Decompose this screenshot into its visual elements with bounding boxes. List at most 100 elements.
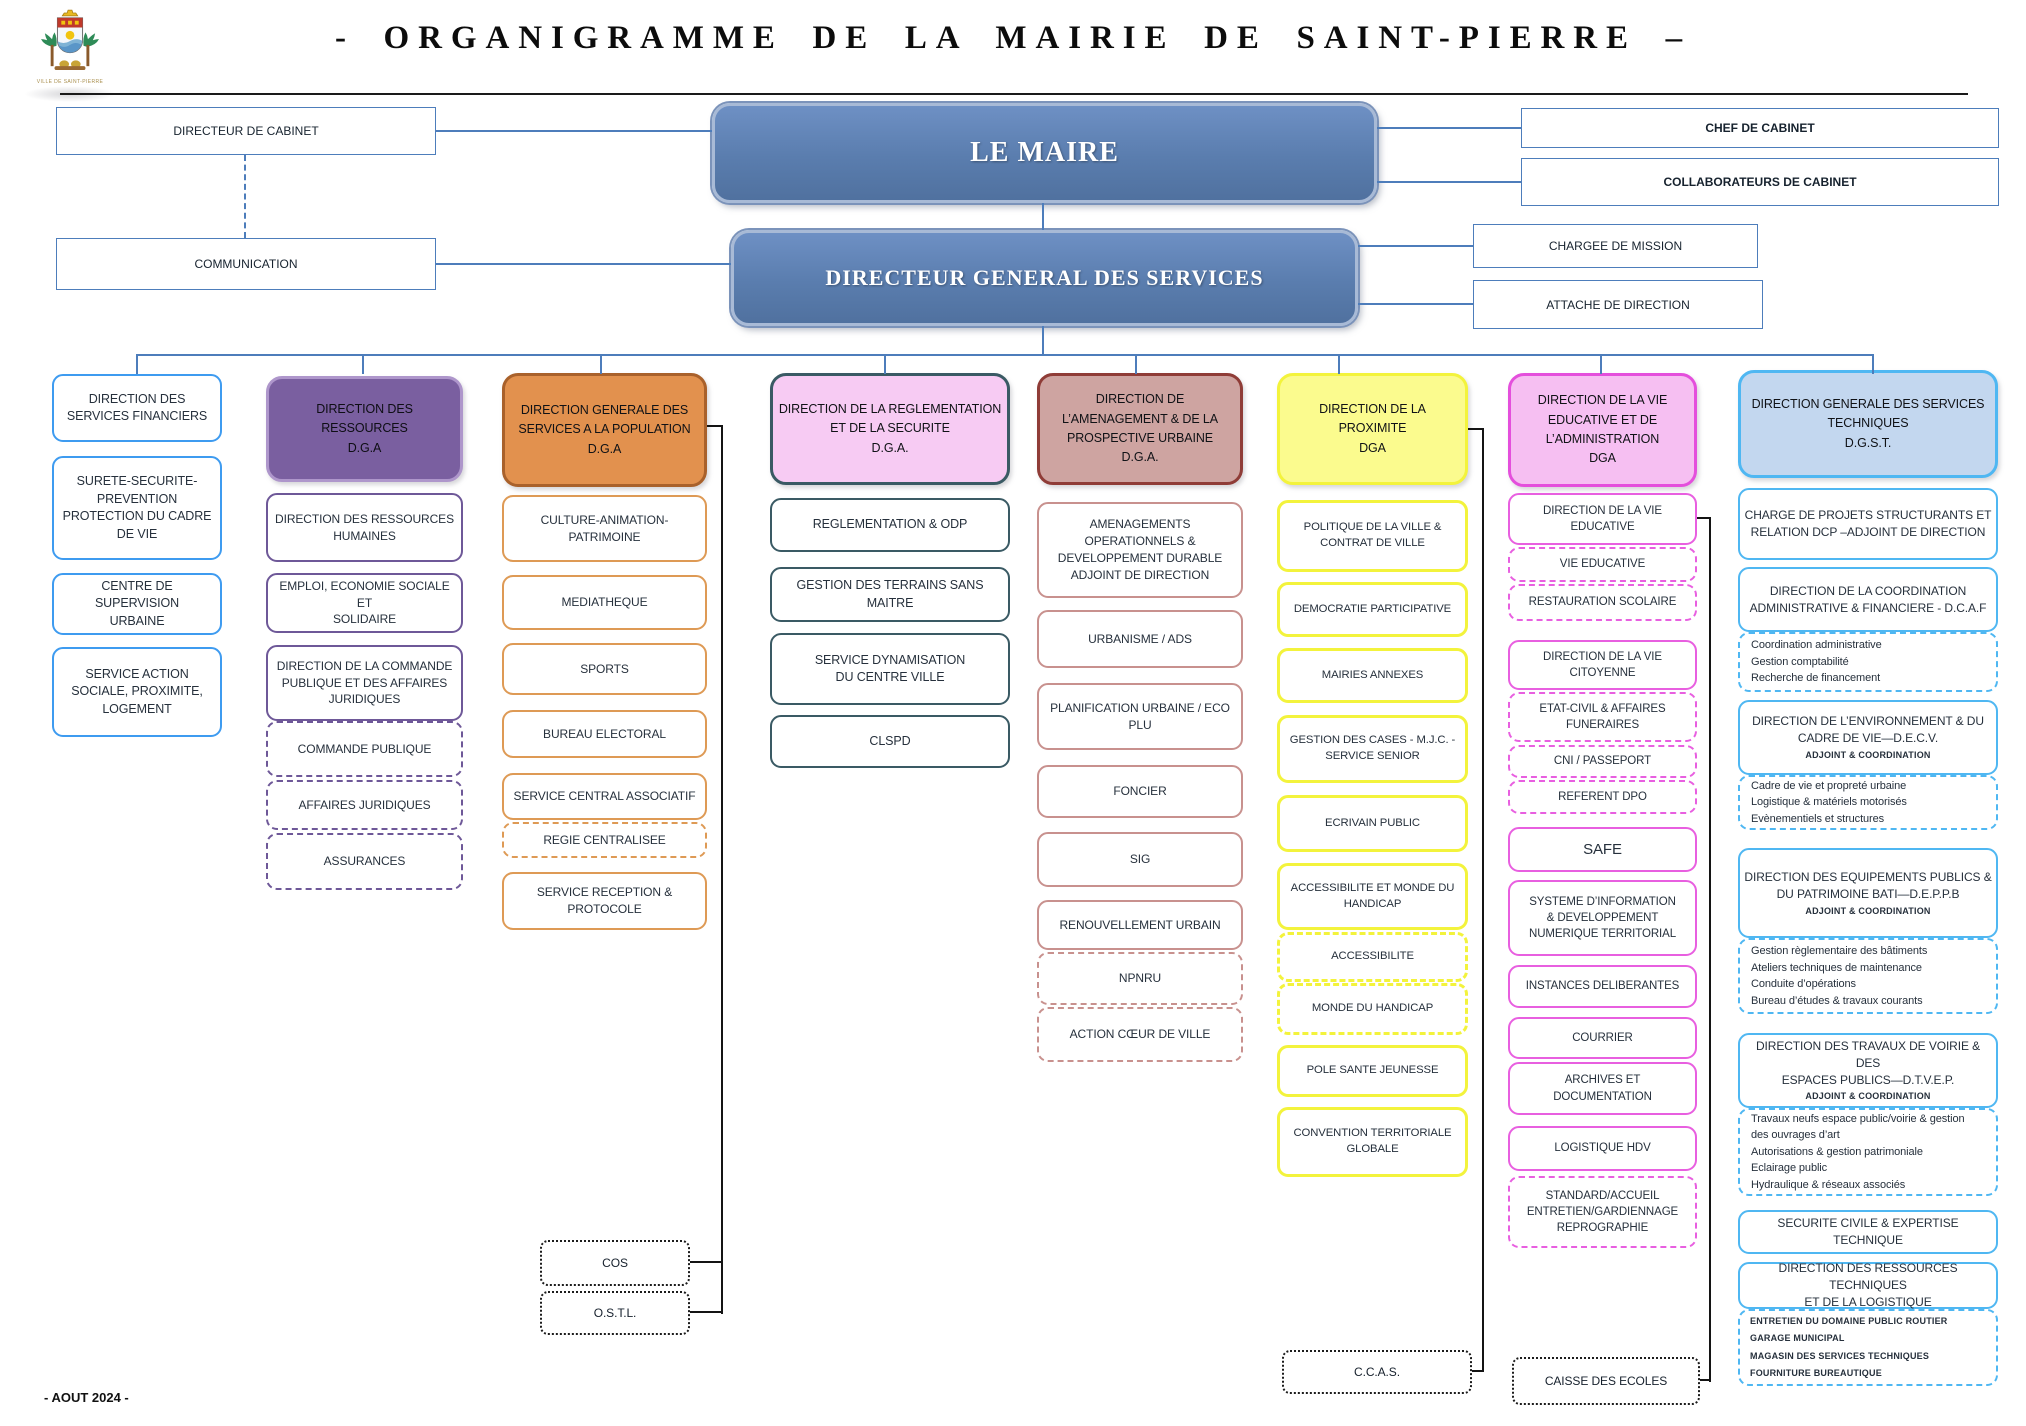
node-label-line: PLU: [1128, 717, 1152, 732]
connector-line: [600, 354, 602, 374]
node-reglementation-odp: REGLEMENTATION & ODP: [770, 498, 1010, 552]
node-label-line: HANDICAP: [1343, 897, 1402, 910]
node-label-line: DOCUMENTATION: [1553, 1090, 1652, 1103]
node-label-line: DIRECTION DE LA: [1319, 401, 1426, 416]
node-label-line: INSTANCES DELIBERANTES: [1525, 980, 1680, 993]
node-label-line: DIRECTION DE LA VIE: [1543, 504, 1662, 517]
node-caisse-des-ecoles: CAISSE DES ECOLES: [1512, 1357, 1700, 1405]
node-attache-de-direction: ATTACHE DE DIRECTION: [1473, 280, 1763, 329]
node-monde-du-handicap: MONDE DU HANDICAP: [1277, 983, 1468, 1035]
node-label-line: DIRECTION DE LA VIE: [1537, 393, 1668, 408]
node-label-line: D.G.S.T.: [1844, 435, 1892, 450]
connector-line: [436, 130, 712, 132]
node-label-line: Recherche de financement: [1751, 672, 1881, 685]
node-label-line: COMMANDE PUBLIQUE: [297, 741, 432, 756]
node-label-line: NUMERIQUE TERRITORIAL: [1529, 928, 1676, 941]
node-label-line: URBAINE: [109, 613, 165, 628]
node-democratie-participative: DEMOCRATIE PARTICIPATIVE: [1277, 582, 1468, 637]
node-label-line: GARAGE MUNICIPAL: [1750, 1333, 1845, 1344]
connector-line: [1700, 1379, 1711, 1381]
node-bureau-electoral: BUREAU ELECTORAL: [502, 710, 707, 758]
title-divider: [60, 93, 1968, 95]
node-label-line: DGA: [1359, 440, 1386, 455]
node-label-line: MAIRIES ANNEXES: [1321, 668, 1424, 681]
node-gestion-des-cases-m-j-c: GESTION DES CASES - M.J.C. -SERVICE SENI…: [1277, 715, 1468, 783]
connector-line: [362, 354, 364, 374]
node-restauration-scolaire: RESTAURATION SCOLAIRE: [1508, 584, 1697, 621]
node-label-line: Travaux neufs espace public/voirie & ges…: [1751, 1112, 1965, 1125]
node-sports: SPORTS: [502, 643, 707, 695]
node-sig: SIG: [1037, 832, 1243, 887]
node-directeur-de-cabinet: DIRECTEUR DE CABINET: [56, 107, 436, 155]
node-label-line: REGLEMENTATION & ODP: [812, 517, 968, 532]
node-label-line: VIE EDUCATIVE: [1559, 558, 1646, 571]
node-courrier: COURRIER: [1508, 1017, 1697, 1059]
node-label-line: Logistique & matériels motorisés: [1751, 796, 1907, 809]
connector-line: [1338, 354, 1340, 374]
node-label-line: REGIE CENTRALISEE: [543, 832, 666, 847]
node-label-line: Eclairage public: [1751, 1162, 1828, 1175]
node-collaborateurs-de-cabinet: COLLABORATEURS DE CABINET: [1521, 158, 1999, 206]
node-subtitle: ADJOINT & COORDINATION: [1805, 750, 1931, 760]
node-le-maire: LE MAIRE: [712, 103, 1377, 203]
node-label-line: Evènementiels et structures: [1751, 812, 1885, 825]
node-gestion-des-terrains-sans-maitre: GESTION DES TERRAINS SANS MAITRE: [770, 567, 1010, 622]
node-label-line: DIRECTION DE: [1095, 392, 1185, 407]
node-label-line: OPERATIONNELS &: [1084, 534, 1196, 549]
node-label-line: CAISSE DES ECOLES: [1544, 1373, 1668, 1388]
connector-line: [690, 1311, 723, 1313]
node-label-line: Ateliers techniques de maintenance: [1751, 961, 1922, 974]
node-label-line: DIRECTION GENERALE DES: [520, 402, 689, 417]
node-label-line: ARCHIVES ET: [1564, 1074, 1641, 1087]
connector-line: [1042, 203, 1044, 230]
node-label-line: ET DE LA LOGISTIQUE: [1804, 1294, 1932, 1309]
node-chef-de-cabinet: CHEF DE CABINET: [1521, 108, 1999, 148]
node-label-line: D.G.A.: [871, 440, 909, 455]
node-logistique-hdv: LOGISTIQUE HDV: [1508, 1126, 1697, 1171]
node-label-line: URBANISME / ADS: [1088, 631, 1192, 646]
connector-line: [1697, 517, 1711, 519]
node-politique-de-la-ville: POLITIQUE DE LA VILLE &CONTRAT DE VILLE: [1277, 500, 1468, 572]
node-label-line: SOCIALE, PROXIMITE,: [71, 684, 203, 699]
node-label-line: LOGEMENT: [102, 701, 172, 716]
node-label-line: MAGASIN DES SERVICES TECHNIQUES: [1750, 1350, 1930, 1361]
node-label-line: SAFE: [1583, 841, 1622, 858]
node-label-line: HUMAINES: [333, 528, 396, 543]
node-foncier: FONCIER: [1037, 765, 1243, 818]
logo-caption: VILLE DE SAINT-PIERRE: [36, 79, 104, 85]
node-label-line: SERVICE CENTRAL ASSOCIATIF: [513, 789, 696, 804]
node-travaux-neufs-espace-public-voirie-gestion: Travaux neufs espace public/voirie & ges…: [1738, 1108, 1998, 1196]
node-label-line: PROTECTION DU CADRE: [62, 509, 212, 523]
node-label-line: LOGISTIQUE HDV: [1554, 1142, 1651, 1155]
node-label-line: ACCESSIBILITE ET MONDE DU: [1290, 881, 1455, 894]
node-label-line: Autorisations & gestion patrimoniale: [1751, 1145, 1923, 1158]
node-label-line: AFFAIRES JURIDIQUES: [298, 797, 431, 812]
node-label-line: REPROGRAPHIE: [1556, 1222, 1649, 1235]
node-label-line: ADJOINT DE DIRECTION: [1070, 567, 1210, 582]
node-service-central-associatif: SERVICE CENTRAL ASSOCIATIF: [502, 773, 707, 820]
node-label-line: D.G.A: [587, 441, 622, 456]
page-title: - ORGANIGRAMME DE LA MAIRIE DE SAINT-PIE…: [334, 20, 1692, 56]
node-accessibilite: ACCESSIBILITE: [1277, 932, 1468, 982]
node-label-line: FUNERAIRES: [1565, 719, 1640, 731]
node-label-line: SERVICE RECEPTION &: [536, 885, 673, 900]
node-archives-et: ARCHIVES ET DOCUMENTATION: [1508, 1062, 1697, 1115]
node-label-line: DIRECTION DES: [88, 391, 186, 406]
node-label-line: DIRECTION DES RESSOURCES: [316, 401, 413, 436]
node-label-line: DU CENTRE VILLE: [835, 670, 945, 684]
node-label-line: O.S.T.L.: [593, 1305, 637, 1320]
